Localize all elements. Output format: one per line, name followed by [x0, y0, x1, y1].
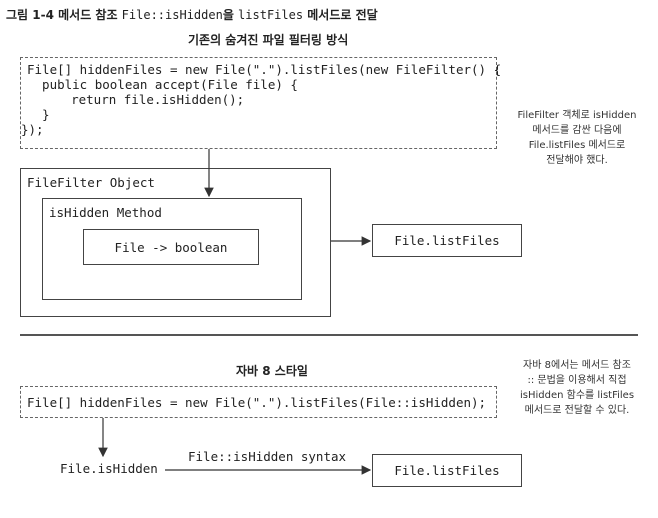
legacy-code-line-2: public boolean accept(File file) {	[27, 77, 298, 92]
java8-code-box: File[] hiddenFiles = new File(".").listF…	[20, 386, 497, 418]
legacy-note-line-1: FileFilter 객체로 isHidden	[517, 110, 637, 121]
java8-note: 자바 8에서는 메서드 참조 :: 문법을 이용해서 직접 isHidden 함…	[502, 358, 652, 418]
legacy-title: 기존의 숨겨진 파일 필터링 방식	[188, 33, 349, 47]
figure-caption: 그림 1-4 메서드 참조 File::isHidden을 listFiles …	[6, 6, 378, 23]
legacy-code-line-5: });	[21, 122, 44, 137]
legacy-code-line-3: return file.isHidden();	[41, 92, 245, 107]
legacy-code-line-4: }	[27, 107, 50, 122]
legacy-code-box: File[] hiddenFiles = new File(".").listF…	[20, 57, 501, 149]
legacy-note-line-3: File.listFiles 메서드로	[528, 140, 626, 151]
filefilter-object-label: FileFilter Object	[27, 175, 155, 190]
java8-listfiles-box: File.listFiles	[372, 454, 522, 487]
java8-title: 자바 8 스타일	[236, 364, 308, 378]
java8-note-line-1: 자바 8에서는 메서드 참조	[523, 360, 631, 371]
java8-code-line: File[] hiddenFiles = new File(".").listF…	[27, 395, 487, 410]
ishidden-method-label: isHidden Method	[49, 205, 162, 220]
figure-caption-mid: 을	[222, 8, 239, 22]
legacy-note: FileFilter 객체로 isHidden 메서드를 감싼 다음에 File…	[502, 108, 652, 168]
java8-source-label: File.isHidden	[60, 461, 158, 476]
figure-caption-suffix: 메서드로 전달	[303, 8, 378, 22]
legacy-note-line-4: 전달해야 했다.	[546, 155, 608, 166]
section-divider	[20, 334, 638, 336]
java8-arrow-label: File::isHidden syntax	[188, 449, 347, 464]
figure-caption-code2: listFiles	[238, 8, 304, 22]
legacy-listfiles-box: File.listFiles	[372, 224, 522, 257]
figure-caption-code: File::isHidden	[121, 8, 223, 22]
java8-note-line-2: :: 문법을 이용해서 직접	[527, 375, 627, 386]
legacy-code-line-1: File[] hiddenFiles = new File(".").listF…	[27, 62, 502, 77]
java8-note-line-4: 메서드로 전달할 수 있다.	[524, 405, 630, 416]
file-to-boolean-box: File -> boolean	[83, 229, 259, 265]
legacy-note-line-2: 메서드를 감싼 다음에	[532, 125, 622, 136]
figure-caption-prefix: 그림 1-4 메서드 참조	[6, 8, 122, 22]
java8-note-line-3: isHidden 함수를 listFiles	[519, 390, 635, 401]
